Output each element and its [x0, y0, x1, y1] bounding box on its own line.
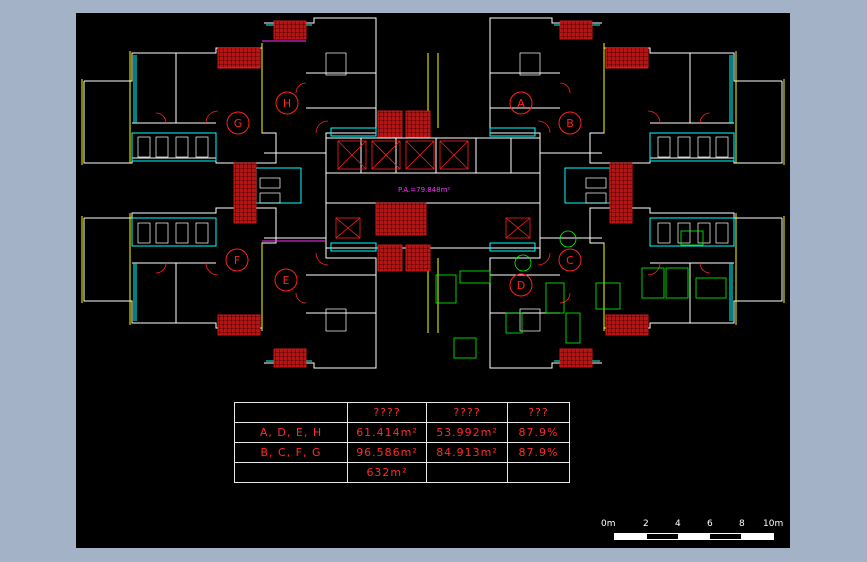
table-cell: 96.586m² [347, 442, 427, 463]
table-cell: A, D, E, H [234, 422, 348, 443]
unit-label-e: E [274, 268, 298, 292]
svg-text:E: E [283, 274, 290, 287]
table-cell: 61.414m² [347, 422, 427, 443]
fixtures [137, 52, 729, 332]
area-table: ???? ???? ??? A, D, E, H 61.414m² 53.992… [234, 402, 570, 483]
public-area-note: P.A.=79.848m² [398, 186, 450, 194]
scale-label: 6 [707, 519, 713, 529]
furniture [435, 230, 727, 359]
svg-text:B: B [566, 117, 574, 130]
scale-segment [709, 534, 742, 539]
scale-segment [615, 534, 647, 539]
scale-label: 0m [601, 519, 616, 529]
table-cell: 87.9% [507, 422, 570, 443]
svg-text:D: D [517, 279, 525, 292]
scale-bar: 0m 2 4 6 8 10m [599, 519, 783, 549]
table-cell [507, 462, 570, 483]
door-swings [155, 82, 711, 304]
table-cell: 53.992m² [426, 422, 508, 443]
scale-label: 8 [739, 519, 745, 529]
unit-label-d: D [509, 273, 533, 297]
svg-text:A: A [517, 97, 525, 110]
unit-label-f: F [225, 248, 249, 272]
table-header-cell: ???? [347, 402, 427, 423]
unit-label-b: B [558, 111, 582, 135]
svg-text:C: C [566, 254, 574, 267]
balconies [217, 20, 649, 368]
table-row: B, C, F, G 96.586m² 84.913m² 87.9% [234, 442, 570, 463]
table-header-cell: ???? [426, 402, 508, 423]
table-header-row: ???? ???? ??? [234, 402, 570, 423]
scale-segment [646, 534, 679, 539]
unit-label-h: H [275, 91, 299, 115]
table-header-cell [234, 402, 348, 423]
svg-text:H: H [283, 97, 291, 110]
table-header-cell: ??? [507, 402, 570, 423]
scale-label: 10m [763, 519, 784, 529]
yellow-lines [81, 43, 785, 333]
table-cell [426, 462, 508, 483]
table-row: 632m² [234, 462, 570, 483]
scale-segment [678, 534, 710, 539]
magenta-lines [262, 40, 326, 242]
scale-label: 4 [675, 519, 681, 529]
table-cell: 87.9% [507, 442, 570, 463]
cad-viewport: A B C D E F G H P.A.=79.848m² ???? ???? … [76, 13, 790, 548]
unit-label-g: G [226, 111, 250, 135]
table-cell [234, 462, 348, 483]
unit-label-a: A [509, 91, 533, 115]
table-row: A, D, E, H 61.414m² 53.992m² 87.9% [234, 422, 570, 443]
unit-label-c: C [558, 248, 582, 272]
scale-segment [741, 534, 773, 539]
floor-plan-drawing: A B C D E F G H P.A.=79.848m² [81, 17, 785, 369]
svg-text:F: F [234, 254, 240, 267]
table-cell: 632m² [347, 462, 427, 483]
svg-text:G: G [234, 117, 243, 130]
unit-labels: A B C D E F G H [225, 91, 582, 297]
scale-bar-graphic [614, 533, 774, 540]
core-details [335, 140, 531, 239]
scale-label: 2 [643, 519, 649, 529]
table-cell: B, C, F, G [234, 442, 348, 463]
table-cell: 84.913m² [426, 442, 508, 463]
building-walls [83, 17, 783, 369]
